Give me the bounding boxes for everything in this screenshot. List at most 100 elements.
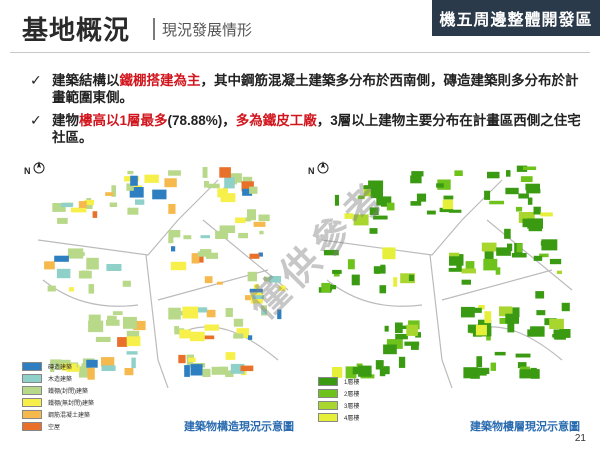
building-block xyxy=(197,251,212,257)
building-block xyxy=(178,354,186,364)
building-block xyxy=(507,323,515,333)
north-arrow-icon-right xyxy=(317,161,329,174)
building-block xyxy=(379,285,387,294)
north-arrow-left: N xyxy=(24,160,45,176)
building-block xyxy=(278,285,286,291)
building-block xyxy=(376,196,392,206)
building-block xyxy=(112,311,123,315)
building-block xyxy=(382,247,396,260)
building-block xyxy=(126,351,138,355)
floors-map-caption: 建築物樓層現況示意圖 xyxy=(470,421,580,433)
building-block xyxy=(111,185,116,197)
building-block xyxy=(530,367,537,373)
legend-label: 木造建築 xyxy=(48,376,73,383)
building-block xyxy=(468,307,482,313)
floors-map: N xyxy=(308,160,580,389)
building-block xyxy=(517,362,527,369)
building-block xyxy=(127,207,139,215)
header-rule xyxy=(10,52,590,53)
building-block xyxy=(363,185,375,197)
legend-swatch xyxy=(318,388,338,398)
check-icon: ✓ xyxy=(30,72,42,88)
building-block xyxy=(484,190,491,200)
building-block xyxy=(88,314,101,324)
legend-swatch xyxy=(22,409,42,419)
building-block xyxy=(191,253,200,264)
building-block xyxy=(504,228,511,239)
building-block xyxy=(358,365,372,377)
building-block xyxy=(373,266,386,274)
building-block xyxy=(527,197,533,205)
building-block xyxy=(332,367,343,378)
building-block xyxy=(512,307,520,318)
building-block xyxy=(50,362,55,373)
building-block xyxy=(489,200,504,205)
building-block xyxy=(269,276,282,283)
building-block xyxy=(386,202,395,211)
legend-label: 2層樓 xyxy=(344,391,360,398)
building-block xyxy=(530,326,545,337)
building-block xyxy=(486,334,491,341)
legend-swatch xyxy=(22,421,42,431)
building-block xyxy=(247,209,256,221)
building-block xyxy=(416,193,427,202)
building-block xyxy=(507,243,513,252)
building-block xyxy=(490,362,496,371)
building-block xyxy=(426,210,436,215)
building-block xyxy=(186,354,194,359)
building-block xyxy=(505,187,519,195)
building-block xyxy=(109,202,118,207)
legend-item: 3層樓 xyxy=(318,399,359,411)
building-block xyxy=(540,212,553,217)
building-block xyxy=(439,207,454,213)
building-block xyxy=(495,267,501,275)
building-block xyxy=(526,188,541,194)
building-block xyxy=(68,287,74,292)
bullet-list: ✓建築結構以鐵棚搭建為主，其中鋼筋混凝土建築多分布於西南側，磚造建築則多分布於計… xyxy=(30,72,590,152)
building-block xyxy=(124,368,134,376)
building-block xyxy=(133,320,146,331)
building-block xyxy=(88,320,104,333)
building-block xyxy=(475,324,487,336)
structure-map-drawing xyxy=(37,167,289,389)
building-block xyxy=(88,284,95,294)
building-block xyxy=(505,313,519,324)
building-block xyxy=(484,250,494,260)
building-block xyxy=(224,177,235,189)
check-icon: ✓ xyxy=(30,112,42,128)
bullet-text: 建物 xyxy=(52,113,79,128)
bullet-text: (78.88%)， xyxy=(167,113,236,128)
building-block xyxy=(241,181,254,192)
building-block xyxy=(50,359,62,364)
building-block xyxy=(561,302,570,312)
building-block xyxy=(54,255,69,262)
building-block xyxy=(516,165,528,172)
floors-map-drawing xyxy=(318,165,573,389)
building-block xyxy=(105,192,114,196)
building-block xyxy=(448,267,462,272)
building-block xyxy=(70,207,87,213)
building-block xyxy=(516,243,522,253)
building-block xyxy=(463,367,478,379)
building-block xyxy=(400,273,415,284)
highlight-text: 多為鐵皮工廠 xyxy=(235,113,317,128)
building-block xyxy=(347,259,355,270)
building-block xyxy=(523,166,537,170)
building-block xyxy=(474,367,490,374)
building-block xyxy=(248,335,253,340)
building-block xyxy=(230,363,245,374)
building-block xyxy=(184,365,190,377)
building-block xyxy=(522,218,539,228)
building-block xyxy=(533,255,543,261)
building-block xyxy=(323,249,339,256)
building-block xyxy=(406,324,418,336)
north-label-right: N xyxy=(308,166,315,176)
section-tag: 機五周邊整體開發區 xyxy=(432,0,600,36)
building-block xyxy=(369,228,378,234)
building-block xyxy=(179,329,191,339)
building-block xyxy=(499,318,506,324)
legend-item: 鐵棚(無封閉)建築 xyxy=(22,396,94,408)
building-block xyxy=(171,246,176,252)
legend-item: 磚造建築 xyxy=(22,360,94,372)
building-block xyxy=(436,183,444,188)
